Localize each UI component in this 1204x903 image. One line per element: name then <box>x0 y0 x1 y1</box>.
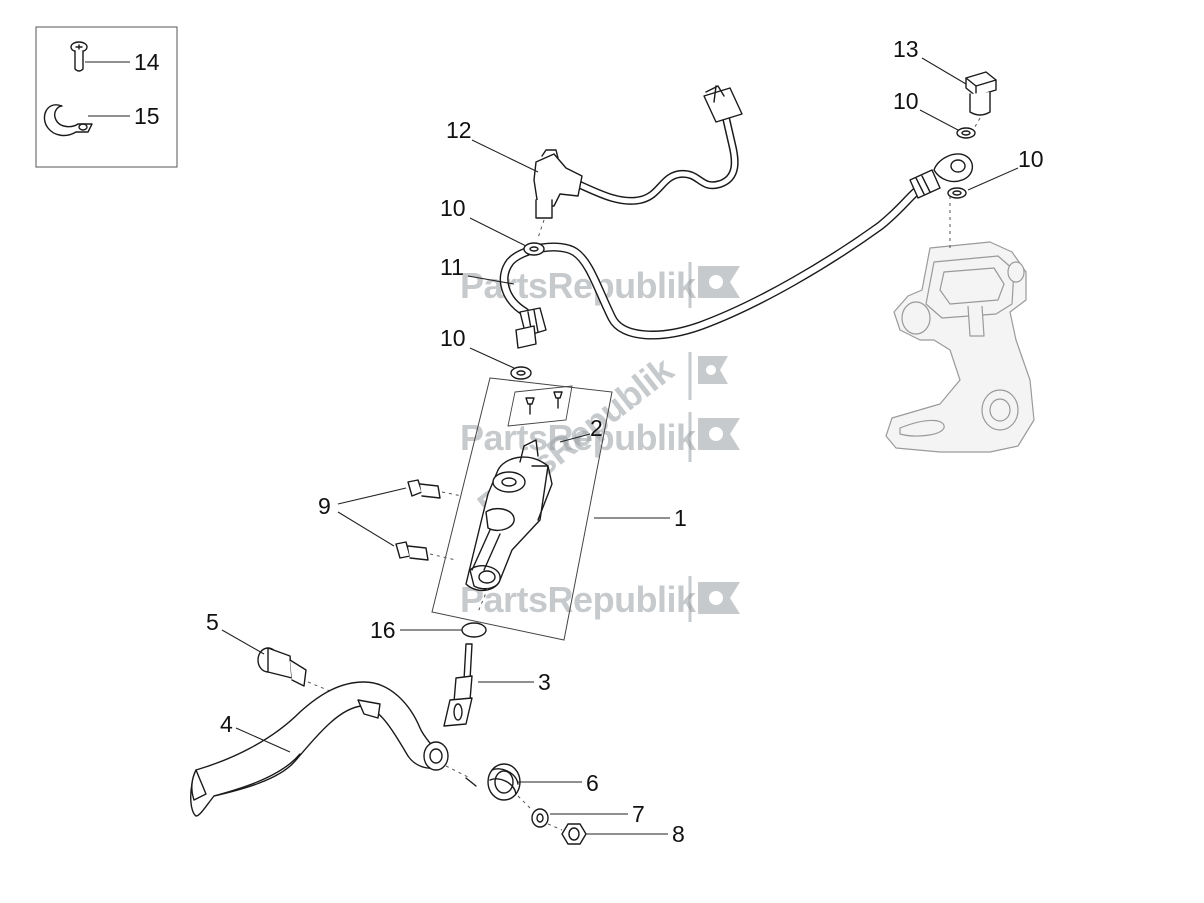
brake-caliper <box>885 196 1035 453</box>
push-rod <box>443 643 473 727</box>
washer-icon <box>947 187 967 199</box>
callout-6: 6 <box>586 770 599 796</box>
callout-1: 1 <box>674 505 687 531</box>
washer-icon <box>517 795 549 828</box>
banjo-bolt <box>965 71 997 133</box>
gear-flag-icon <box>688 262 740 622</box>
bolt-icon <box>407 479 463 499</box>
callout-14: 14 <box>134 49 160 75</box>
callout-3: 3 <box>538 669 551 695</box>
nut-icon <box>547 823 587 845</box>
callout-9: 9 <box>318 493 331 519</box>
callout-2: 2 <box>590 415 603 441</box>
spring <box>445 763 521 801</box>
callout-4: 4 <box>220 711 233 737</box>
callout-11: 11 <box>440 254 464 280</box>
watermark-text: PartsRepublik <box>460 265 697 306</box>
clamp-icon <box>43 104 93 137</box>
callout-16: 16 <box>370 617 396 643</box>
washer-icon <box>523 242 545 256</box>
callout-12: 12 <box>446 117 472 143</box>
callout-13: 13 <box>893 36 919 62</box>
callout-labels: 14 15 13 10 10 12 10 11 10 2 1 9 16 3 5 … <box>134 36 1044 847</box>
leader-lines <box>221 57 1019 835</box>
watermark-text: PartsRepublik <box>460 579 697 620</box>
callout-10: 10 <box>893 88 919 114</box>
master-cylinder-group <box>431 377 613 641</box>
callout-10: 10 <box>440 195 466 221</box>
o-ring <box>461 622 487 638</box>
brake-light-switch <box>533 85 743 239</box>
washer-icon <box>510 366 532 380</box>
brake-pedal <box>190 681 449 817</box>
callout-7: 7 <box>632 801 645 827</box>
callout-10: 10 <box>440 325 466 351</box>
callout-15: 15 <box>134 103 160 129</box>
washer-icon <box>956 127 976 139</box>
brake-hose <box>499 153 973 349</box>
callout-8: 8 <box>672 821 685 847</box>
inset-box <box>35 26 178 168</box>
callout-10: 10 <box>1018 146 1044 172</box>
bolt-icon <box>395 541 457 561</box>
screw-icon <box>70 41 88 72</box>
callout-5: 5 <box>206 609 219 635</box>
